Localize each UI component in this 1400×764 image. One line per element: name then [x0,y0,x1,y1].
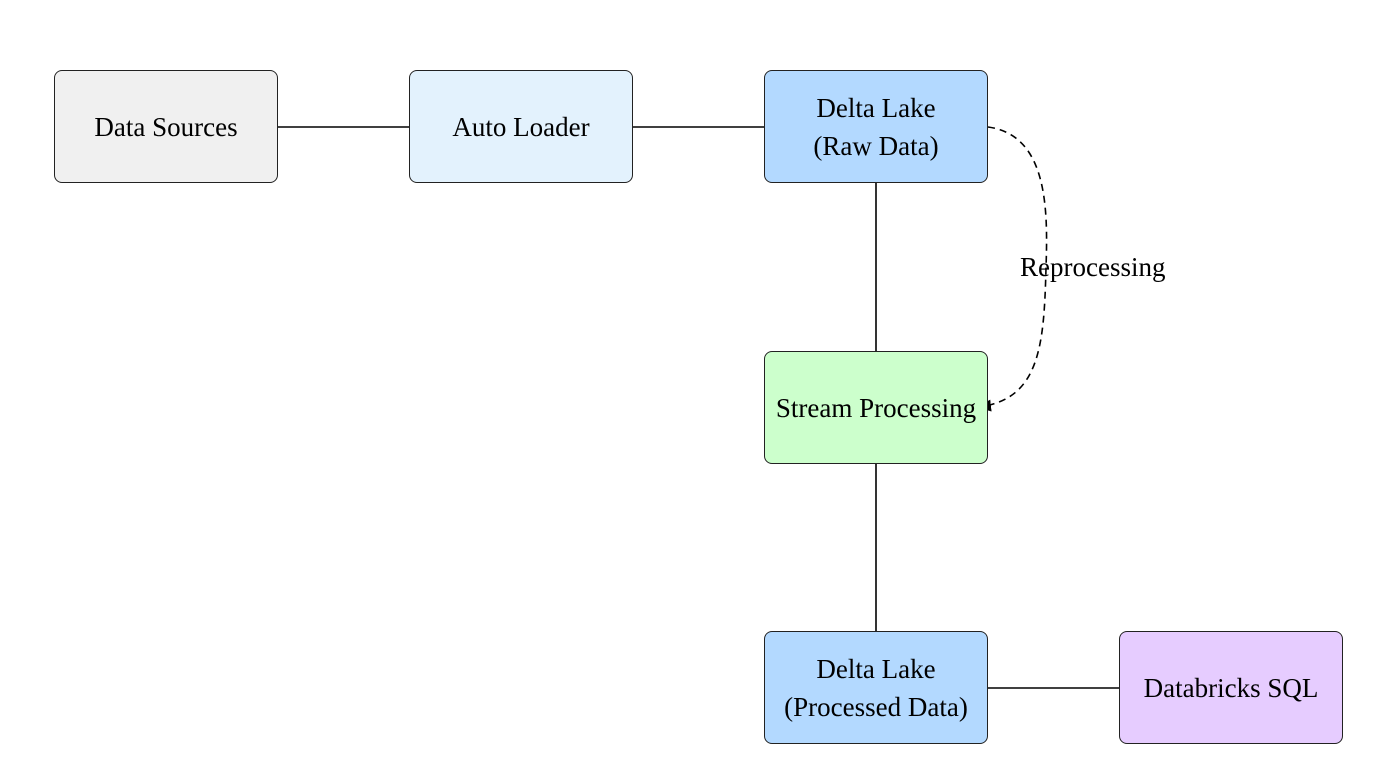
node-delta-lake-raw-line-1: Delta Lake [816,92,936,123]
node-data-sources-label: Data Sources [94,111,238,142]
edge-reprocessing-dashed [977,126,1048,412]
node-delta-lake-processed-line-1: Delta Lake [816,653,936,684]
node-stream-processing-label: Stream Processing [775,392,977,423]
node-stream-processing[interactable]: Stream Processing [764,351,988,464]
node-delta-lake-processed-line-2: (Processed Data) [784,691,968,722]
node-databricks-sql-label: Databricks SQL [1143,672,1319,703]
node-auto-loader-label: Auto Loader [452,111,590,142]
node-databricks-sql[interactable]: Databricks SQL [1119,631,1343,744]
node-delta-lake-processed[interactable]: Delta Lake (Processed Data) [764,631,988,744]
node-auto-loader[interactable]: Auto Loader [409,70,633,183]
node-delta-lake-raw-line-2: (Raw Data) [813,130,939,161]
node-delta-lake-raw[interactable]: Delta Lake (Raw Data) [764,70,988,183]
edge-label-reprocessing: Reprocessing [1020,252,1166,282]
node-data-sources[interactable]: Data Sources [54,70,278,183]
